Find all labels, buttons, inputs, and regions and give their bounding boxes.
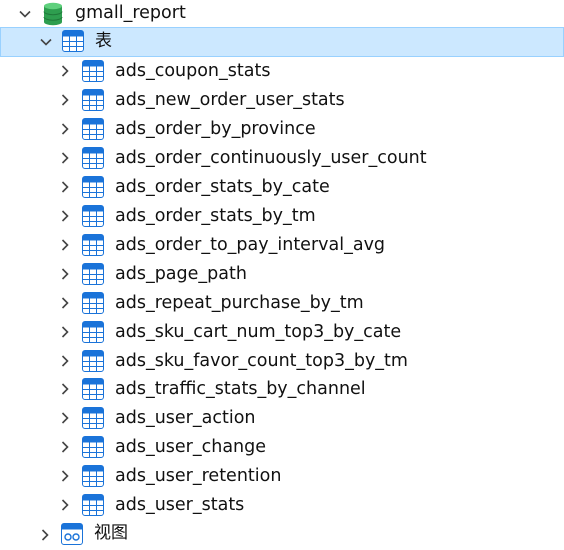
table-icon bbox=[82, 176, 104, 198]
table-icon bbox=[82, 321, 104, 343]
table-row[interactable]: ads_coupon_stats bbox=[0, 57, 564, 86]
database-name: gmall_report bbox=[75, 3, 186, 23]
chevron-right-icon[interactable] bbox=[58, 382, 72, 396]
table-row[interactable]: ads_sku_favor_count_top3_by_tm bbox=[0, 347, 564, 376]
table-name: ads_new_order_user_stats bbox=[115, 90, 345, 110]
chevron-right-icon[interactable] bbox=[38, 528, 52, 542]
views-folder-label: 视图 bbox=[94, 523, 128, 543]
table-name: ads_sku_favor_count_top3_by_tm bbox=[115, 351, 408, 371]
table-row[interactable]: ads_repeat_purchase_by_tm bbox=[0, 289, 564, 318]
chevron-right-icon[interactable] bbox=[58, 498, 72, 512]
chevron-right-icon[interactable] bbox=[58, 296, 72, 310]
chevron-right-icon[interactable] bbox=[58, 180, 72, 194]
chevron-right-icon[interactable] bbox=[58, 209, 72, 223]
chevron-right-icon[interactable] bbox=[58, 267, 72, 281]
table-name: ads_order_to_pay_interval_avg bbox=[115, 235, 386, 255]
table-row[interactable]: ads_order_continuously_user_count bbox=[0, 144, 564, 173]
database-icon bbox=[42, 2, 64, 26]
table-row[interactable]: ads_order_stats_by_tm bbox=[0, 202, 564, 231]
table-row[interactable]: ads_user_stats bbox=[0, 491, 564, 520]
table-name: ads_order_by_province bbox=[115, 119, 316, 139]
table-icon bbox=[82, 118, 104, 140]
table-icon bbox=[82, 205, 104, 227]
table-row[interactable]: ads_traffic_stats_by_channel bbox=[0, 375, 564, 404]
table-icon bbox=[82, 263, 104, 285]
chevron-down-icon[interactable] bbox=[18, 7, 32, 21]
table-name: ads_user_retention bbox=[115, 466, 282, 486]
chevron-right-icon[interactable] bbox=[58, 411, 72, 425]
table-name: ads_user_action bbox=[115, 408, 256, 428]
tables-folder-label: 表 bbox=[95, 31, 112, 51]
chevron-right-icon[interactable] bbox=[58, 325, 72, 339]
chevron-right-icon[interactable] bbox=[58, 122, 72, 136]
chevron-right-icon[interactable] bbox=[58, 64, 72, 78]
chevron-right-icon[interactable] bbox=[58, 93, 72, 107]
table-row[interactable]: ads_order_stats_by_cate bbox=[0, 173, 564, 202]
table-row[interactable]: ads_user_change bbox=[0, 433, 564, 462]
table-name: ads_page_path bbox=[115, 264, 247, 284]
table-icon bbox=[82, 292, 104, 314]
table-name: ads_traffic_stats_by_channel bbox=[115, 379, 366, 399]
tables-folder-row[interactable]: 表 bbox=[0, 27, 564, 57]
table-row[interactable]: ads_page_path bbox=[0, 260, 564, 289]
table-icon bbox=[82, 147, 104, 169]
table-folder-icon bbox=[62, 30, 84, 52]
table-icon bbox=[82, 465, 104, 487]
table-row[interactable]: ads_new_order_user_stats bbox=[0, 86, 564, 115]
chevron-right-icon[interactable] bbox=[58, 469, 72, 483]
views-folder-row[interactable]: 视图 bbox=[0, 521, 564, 550]
table-icon bbox=[82, 350, 104, 372]
table-row[interactable]: ads_order_by_province bbox=[0, 115, 564, 144]
table-icon bbox=[82, 89, 104, 111]
table-name: ads_user_change bbox=[115, 437, 267, 457]
table-name: ads_user_stats bbox=[115, 495, 245, 515]
chevron-down-icon[interactable] bbox=[39, 35, 53, 49]
chevron-right-icon[interactable] bbox=[58, 440, 72, 454]
table-row[interactable]: ads_sku_cart_num_top3_by_cate bbox=[0, 318, 564, 347]
view-folder-icon bbox=[61, 523, 83, 545]
table-name: ads_order_stats_by_cate bbox=[115, 177, 330, 197]
table-row[interactable]: ads_user_retention bbox=[0, 462, 564, 491]
table-name: ads_sku_cart_num_top3_by_cate bbox=[115, 322, 402, 342]
table-name: ads_order_stats_by_tm bbox=[115, 206, 316, 226]
table-name: ads_order_continuously_user_count bbox=[115, 148, 427, 168]
chevron-right-icon[interactable] bbox=[58, 151, 72, 165]
database-row-gmall-report[interactable]: gmall_report bbox=[0, 0, 564, 29]
table-row[interactable]: ads_user_action bbox=[0, 404, 564, 433]
table-icon bbox=[82, 494, 104, 516]
table-name: ads_repeat_purchase_by_tm bbox=[115, 293, 364, 313]
chevron-right-icon[interactable] bbox=[58, 354, 72, 368]
table-row[interactable]: ads_order_to_pay_interval_avg bbox=[0, 231, 564, 260]
table-icon bbox=[82, 378, 104, 400]
table-icon bbox=[82, 407, 104, 429]
table-name: ads_coupon_stats bbox=[115, 61, 271, 81]
table-icon bbox=[82, 234, 104, 256]
table-icon bbox=[82, 436, 104, 458]
table-icon bbox=[82, 60, 104, 82]
chevron-right-icon[interactable] bbox=[58, 238, 72, 252]
